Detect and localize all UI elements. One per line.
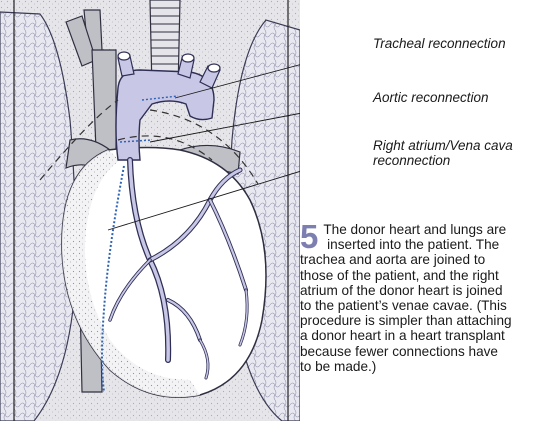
atrium-reconnection-label-line1: Right atrium/Vena cava xyxy=(373,138,513,153)
atrium-reconnection-label-line2: reconnection xyxy=(373,153,450,168)
vena-cava-column xyxy=(92,50,116,150)
step-description: 5 The donor heart and lungs are inserted… xyxy=(300,222,540,421)
step-number: 5 xyxy=(300,222,318,251)
aortic-branch-1-opening xyxy=(118,52,130,60)
tracheal-reconnection-label: Tracheal reconnection xyxy=(373,36,506,51)
aortic-reconnection-label: Aortic reconnection xyxy=(373,90,489,105)
aortic-branch-3-opening xyxy=(208,64,220,72)
aortic-branch-2-opening xyxy=(182,54,194,62)
step-text: The donor heart and lungs are inserted i… xyxy=(300,222,540,374)
